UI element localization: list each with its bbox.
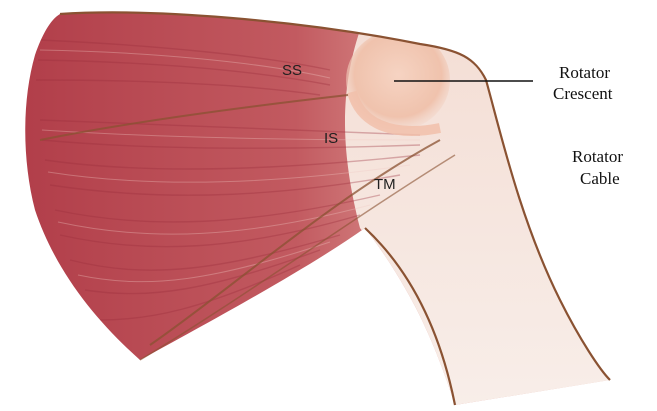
label-rotator-crescent-1: Rotator: [559, 63, 610, 82]
label-teres-minor: TM: [374, 176, 396, 193]
label-infraspinatus: IS: [324, 130, 338, 147]
label-rotator-cable-1: Rotator: [572, 147, 623, 166]
label-rotator-crescent-2: Crescent: [553, 84, 613, 103]
label-rotator-cable-2: Cable: [580, 169, 620, 188]
label-supraspinatus: SS: [282, 62, 302, 79]
